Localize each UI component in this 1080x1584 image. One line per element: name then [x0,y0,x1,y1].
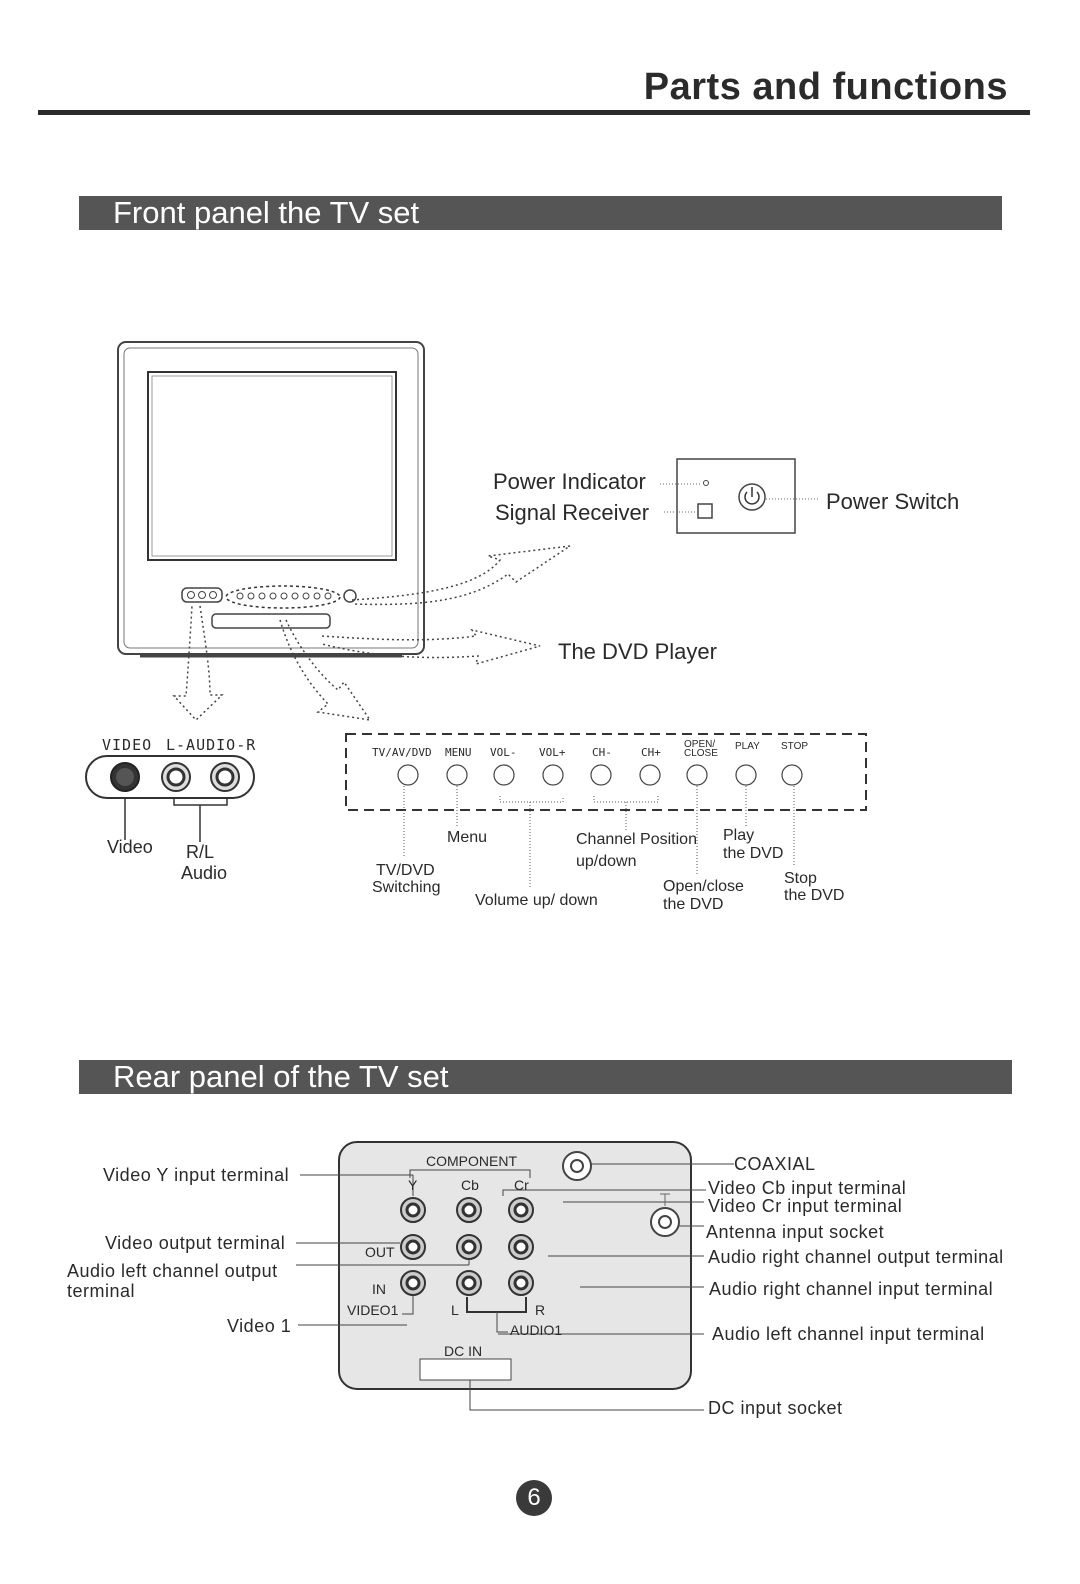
panel-buttons [397,764,803,786]
l-tag: L [451,1302,459,1318]
btn-label-vol-plus: VOL+ [539,746,566,759]
channel-label: Channel Position [576,831,697,848]
dc-in-socket [419,1358,512,1381]
cb-input-label: Video Cb input terminal [708,1178,907,1198]
tv-av-jacks [181,587,223,603]
power-panel-box [676,458,796,534]
audio-right-output-label: Audio right channel output terminal [708,1247,1004,1267]
tv-button-row-highlight [225,585,341,609]
volume-label: Volume up/ down [475,892,598,909]
tv-power-button [343,589,357,603]
btn-label-stop: STOP [781,741,809,752]
play-dvd-label: the DVD [723,845,784,862]
video1-tag: VIDEO1 [347,1302,399,1318]
tv-disc-slot [211,613,331,629]
power-indicator-led [703,480,709,486]
power-switch-label: Power Switch [826,489,960,514]
btn-label-open-close: OPEN/ CLOSE [684,739,718,759]
video-jack-label: Video [107,837,153,857]
audio-jack-label: Audio [181,863,228,883]
signal-receiver-label: Signal Receiver [495,500,650,525]
tv-body [117,341,425,655]
cr-input-label: Video Cr input terminal [708,1196,903,1216]
power-indicator-label: Power Indicator [493,469,646,494]
arrow-to-side-panel [172,605,224,722]
r-tag: R [535,1302,546,1318]
btn-label-ch-minus: CH- [592,746,612,759]
arrow-to-button-panel [279,619,372,722]
front-section-heading: Front panel the TV set [79,196,1002,230]
in-label: IN [372,1281,386,1297]
y-label: Y [408,1177,418,1193]
btn-label-tvavdvd: TV/AV/DVD [372,746,432,759]
btn-label-ch-plus: CH+ [641,746,661,759]
audio-left-input-label: Audio left channel input terminal [712,1324,985,1344]
dcin-tag: DC IN [444,1343,483,1359]
dvd-player-label: The DVD Player [558,639,717,664]
side-audio-label: L-AUDIO-R [166,736,257,754]
rear-jacks [400,1197,534,1296]
audio-right-input-label: Audio right channel input terminal [709,1279,994,1299]
rl-jack-label: R/L [186,842,215,862]
video-output-label: Video output terminal [105,1233,286,1253]
tvdvd-label: TV/DVD [376,862,435,879]
updown-label: up/down [576,853,637,870]
audio-left-output-label-2: terminal [67,1281,136,1301]
switching-label: Switching [372,879,441,896]
component-label: COMPONENT [426,1153,517,1169]
coaxial-label: COAXIAL [734,1154,816,1174]
btn-label-play: PLAY [735,741,760,752]
page-number: 6 [516,1480,552,1516]
audio-left-output-label: Audio left channel output [67,1261,278,1281]
signal-receiver-window [697,503,713,519]
stop-dvd-label: the DVD [784,887,845,904]
play-label: Play [723,827,755,844]
tv-body-inner [123,347,419,649]
btn-label-menu: MENU [445,746,472,759]
stop-label: Stop [784,870,817,887]
tv-screen [147,371,397,561]
tv-mini-buttons [236,592,332,600]
title-rule [38,110,1030,115]
arrow-to-power-panel [351,545,571,606]
button-panel-box [345,733,867,811]
antenna-input-label: Antenna input socket [706,1222,885,1242]
menu-label: Menu [447,829,488,846]
video1-label: Video 1 [227,1316,292,1336]
rear-section-heading: Rear panel of the TV set [79,1060,1012,1094]
cb-label: Cb [461,1177,479,1193]
power-switch-button [738,483,766,511]
dc-input-label: DC input socket [708,1398,843,1418]
out-label: OUT [365,1244,395,1260]
side-video-label: VIDEO [102,736,153,754]
openclose-dvd-label: the DVD [663,896,724,913]
cr-label: Cr [514,1177,529,1193]
openclose-label: Open/close [663,878,744,895]
page-title: Parts and functions [643,66,1008,108]
audio1-tag: AUDIO1 [510,1322,563,1338]
tv-screen-inner [151,375,393,557]
btn-label-vol-minus: VOL- [490,746,517,759]
arrow-to-dvd [321,628,541,666]
power-icon [744,491,760,505]
video-y-input-label: Video Y input terminal [103,1165,290,1185]
